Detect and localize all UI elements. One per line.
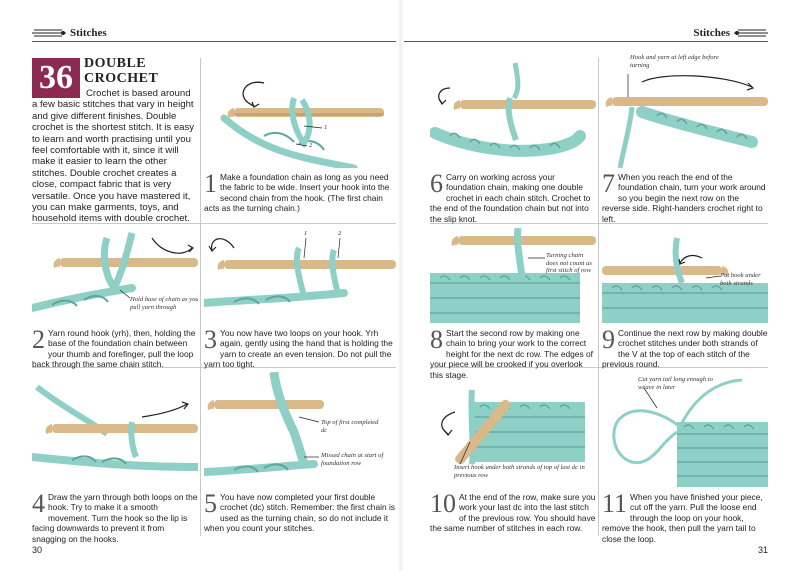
header-label-left: Stitches [70,27,107,39]
label-insert-hook: Insert hook under both strands of top of… [454,464,585,479]
step-text: You now have two loops on your hook. Yrh… [204,328,393,370]
step-9: 9 Continue the next row by making double… [602,325,768,370]
step-text: When you reach the end of the foundation… [602,172,766,224]
step-text: Make a foundation chain as long as you n… [204,172,390,214]
ornament-icon [32,29,66,37]
hook-illustration [430,228,596,323]
illustration-step-8: Turning chain does not count as first st… [430,228,596,323]
label-hold-base: Hold base of chain as you pull yarn thro… [130,296,198,311]
step-number: 11 [602,489,628,518]
step-7: 7 When you reach the end of the foundati… [602,169,768,224]
step-1: 1 Make a foundation chain as long as you… [204,169,396,214]
step-text: Yarn round hook (yrh), then, holding the… [32,328,196,370]
intro-paragraph: Crochet is based around a few basic stit… [32,88,196,225]
illustration-step-1: 1 2 [204,58,396,168]
header-rule-right [404,41,768,42]
page-number-right: 31 [757,545,768,555]
step-text: You have now completed your first double… [204,492,395,534]
step-number: 7 [602,169,615,198]
illustration-step-6 [430,58,596,168]
step-10: 10 At the end of the row, make sure you … [430,489,596,534]
illustration-step-4 [32,372,198,487]
hook-illustration [441,389,585,465]
step-number: 10 [430,489,456,518]
technique-number-badge: 36 [32,58,80,98]
label-turning-chain: Turning chain does not count as first st… [546,252,592,275]
label-missed-chain: Missed chain at start of foundation row [321,452,384,467]
step-text: At the end of the row, make sure you wor… [430,492,596,534]
ornament-icon [734,29,768,37]
step-text: Continue the next row by making double c… [602,328,768,370]
hook-illustration [612,378,768,487]
step-number: 3 [204,325,217,354]
running-header-right: Stitches [689,24,768,42]
hook-illustration [204,372,324,476]
book-gutter [398,0,404,571]
header-label-right: Stitches [693,27,730,39]
step-text: Start the second row by making one chain… [430,328,593,380]
step-number: 8 [430,325,443,354]
step-number: 9 [602,325,615,354]
step-number: 2 [32,325,45,354]
step-2: 2 Yarn round hook (yrh), then, holding t… [32,325,198,370]
step-4: 4 Draw the yarn through both loops on th… [32,489,198,544]
step-8: 8 Start the second row by making one cha… [430,325,596,380]
technique-title: DOUBLE CROCHET [84,56,194,86]
hook-illustration [32,384,198,471]
illustration-step-3: 1 2 [204,228,396,323]
illustration-step-9: Put hook under both strands [602,228,768,323]
step-number: 4 [32,489,45,518]
title-line: DOUBLE [84,56,147,71]
illustration-step-10: Insert hook under both strands of top of… [430,372,596,487]
label-1: 1 [304,230,308,237]
hook-illustration [602,237,768,323]
step-11: 11 When you have finished your piece, cu… [602,489,768,544]
intro-body: Crochet is based around a few basic stit… [32,88,195,225]
hook-illustration [204,237,396,307]
hook-illustration [605,74,768,168]
step-number: 5 [204,489,217,518]
step-text: Draw the yarn through both loops on the … [32,492,198,544]
label-2: 2 [338,230,342,237]
step-3: 3 You now have two loops on your hook. Y… [204,325,396,370]
label-1: 1 [324,124,328,131]
label-2: 2 [309,142,313,149]
label-cut-yarn: Cut yarn tail long enough to weave in la… [638,376,713,391]
step-text: Carry on working across your foundation … [430,172,591,224]
hook-illustration [220,81,384,168]
running-header-left: Stitches [32,24,111,42]
header-rule-left [32,41,396,42]
label-top-of-dc: Top of first completed dc [321,419,379,434]
row-divider [32,367,396,368]
column-divider [598,58,599,536]
step-number: 6 [430,169,443,198]
illustration-step-5: Top of first completed dc Missed chain a… [204,372,396,487]
label-hook-under-strands: Put hook under both strands [720,272,761,287]
row-divider [32,223,396,224]
illustration-step-11: Cut yarn tail long enough to weave in la… [602,372,768,487]
step-text: When you have finished your piece, cut o… [602,492,763,544]
column-divider [200,58,201,536]
step-6: 6 Carry on working across your foundatio… [430,169,596,224]
illustration-step-2: Hold base of chain as you pull yarn thro… [32,228,198,323]
step-number: 1 [204,169,217,198]
row-divider [430,223,768,224]
row-divider [430,367,768,368]
step-5: 5 You have now completed your first doub… [204,489,396,534]
label-hook-yarn-left: Hook and yarn at left edge before turnin… [630,54,719,69]
hook-illustration [430,62,596,157]
illustration-step-7: Hook and yarn at left edge before turnin… [602,52,768,168]
title-line: CROCHET [84,71,159,86]
page-number-left: 30 [32,545,43,555]
hook-illustration [32,232,198,312]
